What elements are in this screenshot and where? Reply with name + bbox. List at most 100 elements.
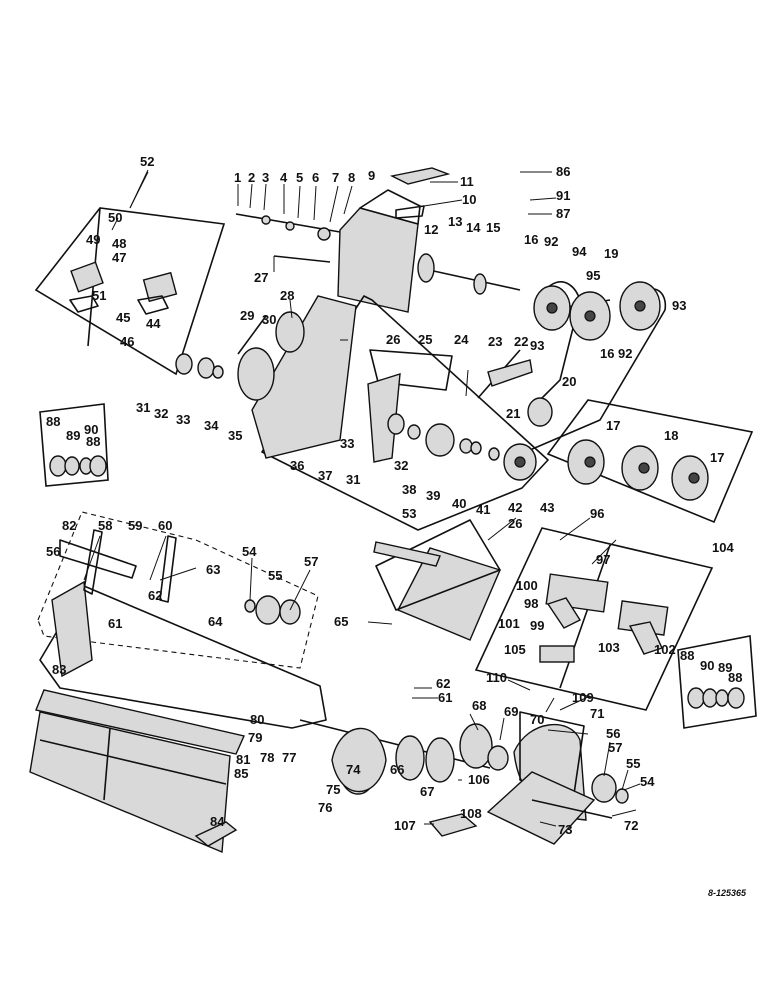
callout-64: 64 xyxy=(208,614,223,629)
callout-93a: 93 xyxy=(530,338,544,353)
callout-56b: 56 xyxy=(606,726,620,741)
callout-92a: 92 xyxy=(544,234,558,249)
callout-43: 43 xyxy=(540,500,554,515)
callout-20: 20 xyxy=(562,374,576,389)
inset-panel-52 xyxy=(34,169,226,376)
callout-10: 10 xyxy=(462,192,476,207)
callout-93b: 93 xyxy=(672,298,686,313)
callout-102: 102 xyxy=(654,642,676,657)
callout-66: 66 xyxy=(390,762,404,777)
callout-12: 12 xyxy=(424,222,438,237)
callout-98: 98 xyxy=(524,596,538,611)
callout-leaders xyxy=(83,171,641,827)
callout-68: 68 xyxy=(472,698,486,713)
callout-3: 3 xyxy=(262,170,269,185)
callout-48: 48 xyxy=(112,236,126,251)
callout-90a: 90 xyxy=(84,422,98,437)
drawing-reference-number: 8-125365 xyxy=(708,888,747,898)
callout-31b: 31 xyxy=(346,472,360,487)
upper-housing xyxy=(337,167,451,313)
callout-82: 82 xyxy=(62,518,76,533)
callout-89a: 89 xyxy=(66,428,80,443)
callout-39: 39 xyxy=(426,488,440,503)
callout-91: 91 xyxy=(556,188,570,203)
callout-81: 81 xyxy=(236,752,250,767)
callout-labels: 1 2 3 4 5 6 7 8 9 10 11 12 13 14 15 16 1… xyxy=(46,154,742,837)
callout-60: 60 xyxy=(158,518,172,533)
callout-72: 72 xyxy=(624,818,638,833)
callout-61a: 61 xyxy=(108,616,122,631)
callout-1: 1 xyxy=(234,170,241,185)
callout-104: 104 xyxy=(712,540,734,555)
callout-34: 34 xyxy=(204,418,219,433)
callout-26a: 26 xyxy=(386,332,400,347)
callout-22: 22 xyxy=(514,334,528,349)
right-hub-parts xyxy=(387,349,533,461)
callout-99: 99 xyxy=(530,618,544,633)
inset-panel-88-right xyxy=(677,635,757,729)
callout-62a: 62 xyxy=(148,588,162,603)
callout-54a: 54 xyxy=(242,544,257,559)
callout-105: 105 xyxy=(504,642,526,657)
lower-auger-assembly xyxy=(29,529,327,854)
callout-7: 7 xyxy=(332,170,339,185)
callout-46: 46 xyxy=(120,334,134,349)
belt-drive xyxy=(503,281,666,481)
callout-52: 52 xyxy=(140,154,154,169)
callout-76: 76 xyxy=(318,800,332,815)
callout-75: 75 xyxy=(326,782,340,797)
callout-57b: 57 xyxy=(608,740,622,755)
callout-84: 84 xyxy=(210,814,225,829)
callout-78: 78 xyxy=(260,750,274,765)
callout-57a: 57 xyxy=(304,554,318,569)
callout-88a: 88 xyxy=(46,414,60,429)
callout-59: 59 xyxy=(128,518,142,533)
callout-38: 38 xyxy=(402,482,416,497)
callout-28: 28 xyxy=(280,288,294,303)
callout-63: 63 xyxy=(206,562,220,577)
callout-41: 41 xyxy=(476,502,490,517)
callout-87: 87 xyxy=(556,206,570,221)
callout-29: 29 xyxy=(240,308,254,323)
callout-86: 86 xyxy=(556,164,570,179)
callout-79: 79 xyxy=(248,730,262,745)
callout-103: 103 xyxy=(598,640,620,655)
callout-37: 37 xyxy=(318,468,332,483)
callout-19: 19 xyxy=(604,246,618,261)
callout-106: 106 xyxy=(468,772,490,787)
callout-88b: 88 xyxy=(86,434,100,449)
callout-77: 77 xyxy=(282,750,296,765)
callout-61b: 61 xyxy=(438,690,452,705)
callout-49: 49 xyxy=(86,232,100,247)
callout-83: 83 xyxy=(52,662,66,677)
callout-25: 25 xyxy=(418,332,432,347)
callout-50: 50 xyxy=(108,210,122,225)
callout-71: 71 xyxy=(590,706,604,721)
callout-62b: 62 xyxy=(436,676,450,691)
callout-33a: 33 xyxy=(176,412,190,427)
callout-95: 95 xyxy=(586,268,600,283)
callout-101: 101 xyxy=(498,616,520,631)
shaft-with-pulleys xyxy=(235,213,521,295)
callout-88d: 88 xyxy=(728,670,742,685)
callout-14: 14 xyxy=(466,220,481,235)
callout-36: 36 xyxy=(290,458,304,473)
callout-27: 27 xyxy=(254,270,268,285)
callout-40: 40 xyxy=(452,496,466,511)
callout-32b: 32 xyxy=(394,458,408,473)
callout-35: 35 xyxy=(228,428,242,443)
callout-58: 58 xyxy=(98,518,112,533)
callout-5: 5 xyxy=(296,170,303,185)
callout-73: 73 xyxy=(558,822,572,837)
callout-45: 45 xyxy=(116,310,130,325)
callout-69: 69 xyxy=(504,704,518,719)
main-frame-lower xyxy=(251,295,549,531)
callout-67: 67 xyxy=(420,784,434,799)
callout-47: 47 xyxy=(112,250,126,265)
callout-85: 85 xyxy=(234,766,248,781)
callout-21: 21 xyxy=(506,406,520,421)
callout-107: 107 xyxy=(394,818,416,833)
callout-51: 51 xyxy=(92,288,106,303)
